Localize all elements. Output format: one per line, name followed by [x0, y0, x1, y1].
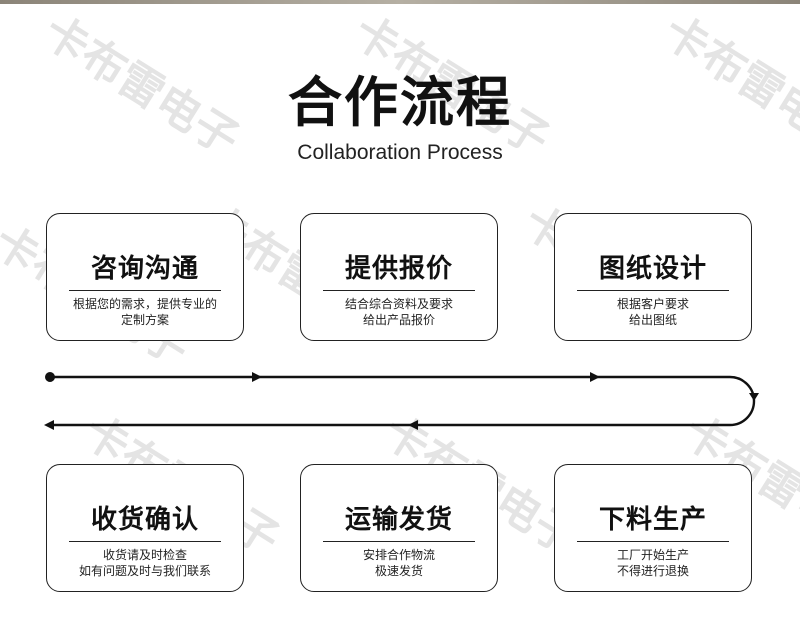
step-desc-line: 收货请及时检查 — [102, 548, 187, 562]
arrow-left-icon — [44, 420, 54, 430]
step-description: 安排合作物流 极速发货 — [307, 547, 491, 579]
step-description: 工厂开始生产 不得进行退换 — [561, 547, 745, 579]
step-divider — [577, 541, 729, 542]
step-divider — [577, 290, 729, 291]
step-title: 提供报价 — [344, 254, 453, 284]
step-card-receipt: 收货确认 收货请及时检查 如有问题及时与我们联系 — [46, 464, 244, 592]
page-title: 合作流程 — [288, 71, 512, 134]
step-desc-line: 给出产品报价 — [362, 313, 435, 327]
step-card-shipping: 运输发货 安排合作物流 极速发货 — [300, 464, 498, 592]
arrow-right-icon — [590, 372, 600, 382]
step-description: 根据您的需求，提供专业的 定制方案 — [53, 296, 237, 328]
step-title: 运输发货 — [344, 505, 453, 535]
step-title: 图纸设计 — [598, 254, 707, 284]
step-desc-line: 给出图纸 — [628, 313, 677, 327]
step-divider — [323, 290, 475, 291]
step-desc-line: 不得进行退换 — [616, 564, 689, 578]
step-desc-line: 极速发货 — [374, 564, 423, 578]
arrow-left-icon — [408, 420, 418, 430]
step-title: 咨询沟通 — [90, 254, 199, 284]
flow-line-top — [50, 375, 756, 427]
step-divider — [69, 290, 221, 291]
arrow-down-icon — [749, 393, 759, 401]
step-title: 下料生产 — [598, 505, 707, 535]
step-description: 根据客户要求 给出图纸 — [561, 296, 745, 328]
page-subtitle: Collaboration Process — [297, 141, 503, 164]
step-desc-line: 如有问题及时与我们联系 — [78, 564, 211, 578]
step-desc-line: 根据您的需求，提供专业的 — [72, 297, 217, 311]
flow-start-dot — [45, 372, 55, 382]
step-desc-line: 安排合作物流 — [362, 548, 435, 562]
step-card-production: 下料生产 工厂开始生产 不得进行退换 — [554, 464, 752, 592]
top-border — [0, 0, 800, 4]
step-divider — [323, 541, 475, 542]
step-card-consult: 咨询沟通 根据您的需求，提供专业的 定制方案 — [46, 213, 244, 341]
step-divider — [69, 541, 221, 542]
step-title: 收货确认 — [90, 505, 199, 535]
step-desc-line: 定制方案 — [120, 313, 169, 327]
step-card-design: 图纸设计 根据客户要求 给出图纸 — [554, 213, 752, 341]
step-desc-line: 根据客户要求 — [616, 297, 689, 311]
arrow-right-icon — [252, 372, 262, 382]
step-description: 收货请及时检查 如有问题及时与我们联系 — [53, 547, 237, 579]
step-card-quote: 提供报价 结合综合资料及要求 给出产品报价 — [300, 213, 498, 341]
step-desc-line: 工厂开始生产 — [616, 548, 689, 562]
step-description: 结合综合资料及要求 给出产品报价 — [307, 296, 491, 328]
step-desc-line: 结合综合资料及要求 — [344, 297, 453, 311]
